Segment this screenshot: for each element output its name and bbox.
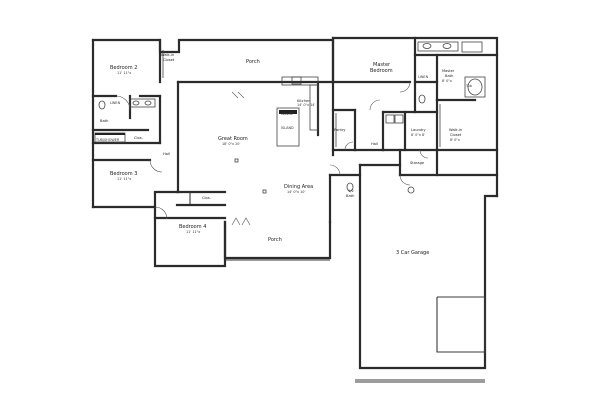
half-bath-label-1: 1/2 [348, 189, 354, 193]
porch-top-label: Porch [246, 59, 260, 65]
walkin-closet-2-dim: 8' 0"x [450, 138, 460, 142]
laundry-dim: 8' 0"x 8' [411, 133, 425, 137]
bedroom2-label: Bedroom 2 [110, 65, 137, 71]
great-room-label: Great Room [218, 136, 248, 142]
linen-left-label: LINEN [110, 101, 121, 105]
garage-label: 3 Car Garage [396, 250, 429, 256]
island-label: ISLAND [281, 126, 294, 130]
master-bedroom-label-2: Bedroom [370, 68, 393, 74]
range-label: RANGE [281, 112, 293, 116]
laundry-label: Laundry [411, 128, 427, 132]
walkin-closet-1-label-1: Walk-in [161, 53, 174, 57]
dining-area-dim: 14' 0"x 10' [287, 190, 305, 194]
master-bedroom-label-1: Master [373, 62, 391, 68]
walkin-closet-1-label-2: Closet [163, 58, 175, 62]
tub-shower-label: TUB/SHOWER [95, 138, 120, 142]
interior-walls [91, 36, 499, 353]
master-bath-label-2: Bath [445, 74, 453, 78]
bedroom2-dim: 11' 11"x [117, 71, 131, 75]
bath-label: Bath [100, 119, 108, 123]
half-bath-label-2: Bath [346, 194, 354, 198]
dining-area-label: Dining Area [284, 184, 313, 190]
porch-bottom-label: Porch [268, 237, 282, 243]
fixtures [94, 41, 486, 194]
clos-left-label: Clos. [134, 136, 143, 140]
kitchen-island [276, 107, 300, 147]
doors [115, 81, 429, 226]
tub-label: Tub [465, 84, 472, 88]
master-bath-label-1: Master [442, 69, 455, 73]
pantry-label: Pantry [334, 128, 346, 132]
hall-left-label: Hall [163, 152, 170, 156]
kitchen-dim: 14' 0"x 14' [297, 103, 315, 107]
great-room-dim: 18' 0"x 20' [222, 142, 240, 146]
bedroom3-dim: 11' 11"x [117, 177, 131, 181]
hall-right-label: Hall [371, 142, 378, 146]
exterior-walls [91, 36, 499, 383]
master-bath-dim: 8' 0"x [442, 79, 452, 83]
bedroom4-dim: 11' 11"x [186, 230, 200, 234]
bedroom4-label: Bedroom 4 [179, 224, 206, 230]
walkin-closet-2-label-2: Closet [450, 133, 462, 137]
bedroom3-label: Bedroom 3 [110, 171, 137, 177]
linen-right-label: LINEN [418, 75, 429, 79]
kitchen-label: Kitchen [297, 99, 311, 103]
walkin-closet-2-label-1: Walk-in [449, 128, 462, 132]
storage-label: Storage [410, 161, 425, 165]
room-labels: Bedroom 2 11' 11"x Walk-in Closet Porch … [95, 53, 472, 256]
range [291, 76, 302, 85]
clos-lower-label: Clos. [202, 196, 211, 200]
